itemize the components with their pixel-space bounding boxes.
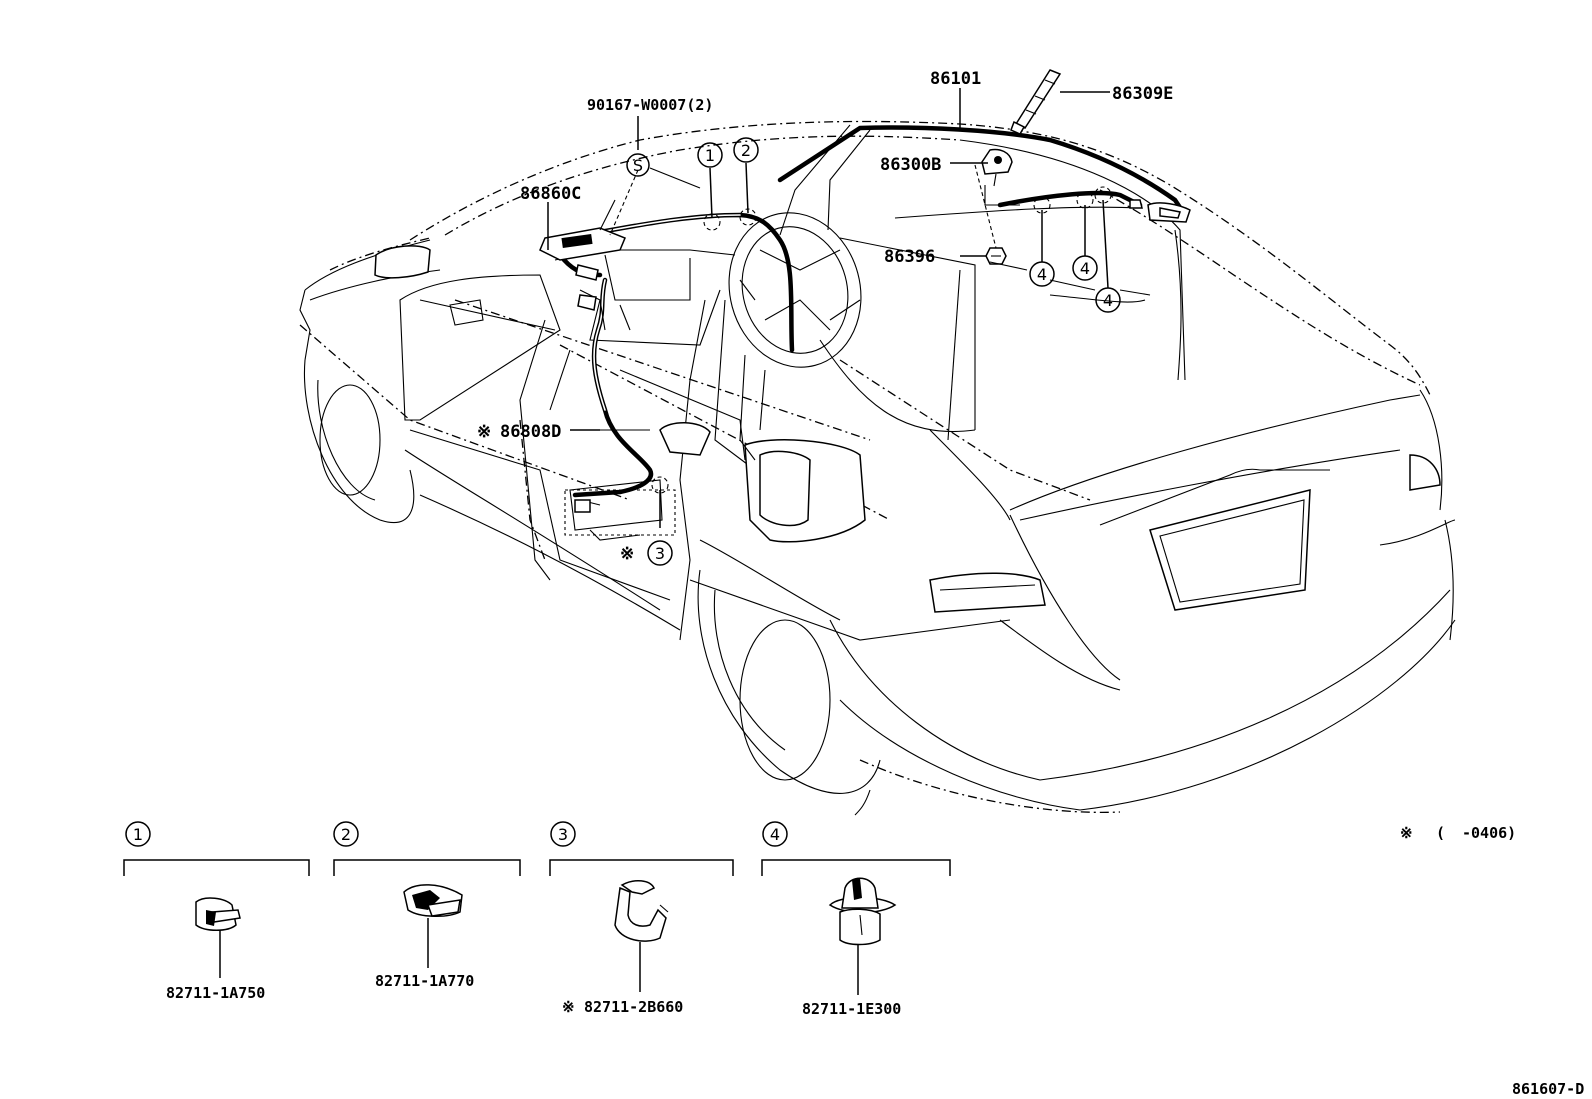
legend-part-1: 82711-1A750 [166,984,265,1002]
label-86309E: 86309E [1112,84,1173,104]
marker-3: 3 [647,540,673,566]
svg-text:2: 2 [741,141,751,160]
clip-position-indicators [564,186,1112,536]
amplifier-86860C [539,199,626,261]
components [539,69,1191,513]
antenna-cables [557,125,1188,498]
marker-4c: 4 [1095,287,1121,313]
legend-clip-4: 4 82711-1E300 [761,821,951,1018]
note-range: -0406) [1462,824,1516,842]
svg-text:1: 1 [133,825,143,844]
svg-text:3: 3 [558,825,568,844]
cable-connector [575,264,599,311]
marker-s: S [626,153,650,177]
svg-text:4: 4 [1037,265,1047,284]
label-86101: 86101 [930,69,981,89]
diagram-code: 861607-D [1512,1080,1584,1098]
note-mark-clip3: ※ [620,544,634,564]
legend-clip-1: 1 82711-1A750 [123,821,310,1002]
note-paren: ( [1436,824,1445,842]
svg-text:4: 4 [1080,259,1090,278]
legend-part-4: 82711-1E300 [802,1000,901,1018]
nut-86396 [985,247,1007,265]
label-86808D: 86808D [500,422,561,442]
antenna-base-86300B [981,148,1013,187]
marker-4a: 4 [1029,261,1055,287]
clip-legend: 1 82711-1A750 2 82711-1A770 3 [123,821,951,1018]
svg-text:4: 4 [1103,291,1113,310]
label-86396: 86396 [884,247,935,267]
part-labels: 90167-W0007(2) 86101 86309E 86300B 86860… [477,69,1173,564]
svg-text:S: S [633,156,643,175]
label-90167-W0007: 90167-W0007(2) [587,96,713,114]
label-86860C: 86860C [520,184,581,204]
legend-clip-2: 2 82711-1A770 [333,821,521,990]
svg-text:1: 1 [705,146,715,165]
antenna-rod-86309E [1010,69,1062,135]
marker-1: 1 [697,142,723,168]
marker-4b: 4 [1072,255,1098,281]
rear-connector [1129,199,1191,223]
legend-clip-3: 3 ※ 82711-2B660 [549,821,734,1016]
label-86300B: 86300B [880,155,941,175]
legend-part-2: 82711-1A770 [375,972,474,990]
cable-86101-pillar [777,125,1188,218]
footnote: ※ ( -0406) [1400,824,1516,842]
marker-2: 2 [733,137,759,163]
legend-part-3: 82711-2B660 [584,998,683,1016]
svg-text:2: 2 [341,825,351,844]
note-symbol: ※ [1400,824,1413,842]
circled-markers: S 1 2 3 4 4 4 [626,137,1121,566]
note-mark-86808D: ※ [477,422,491,442]
svg-text:4: 4 [770,825,780,844]
legend-note-mark-3: ※ [562,998,575,1016]
leader-lines [547,88,1151,528]
cable-86101-rear [997,190,1143,208]
svg-text:3: 3 [655,544,665,563]
car-body-outline [299,120,1456,816]
